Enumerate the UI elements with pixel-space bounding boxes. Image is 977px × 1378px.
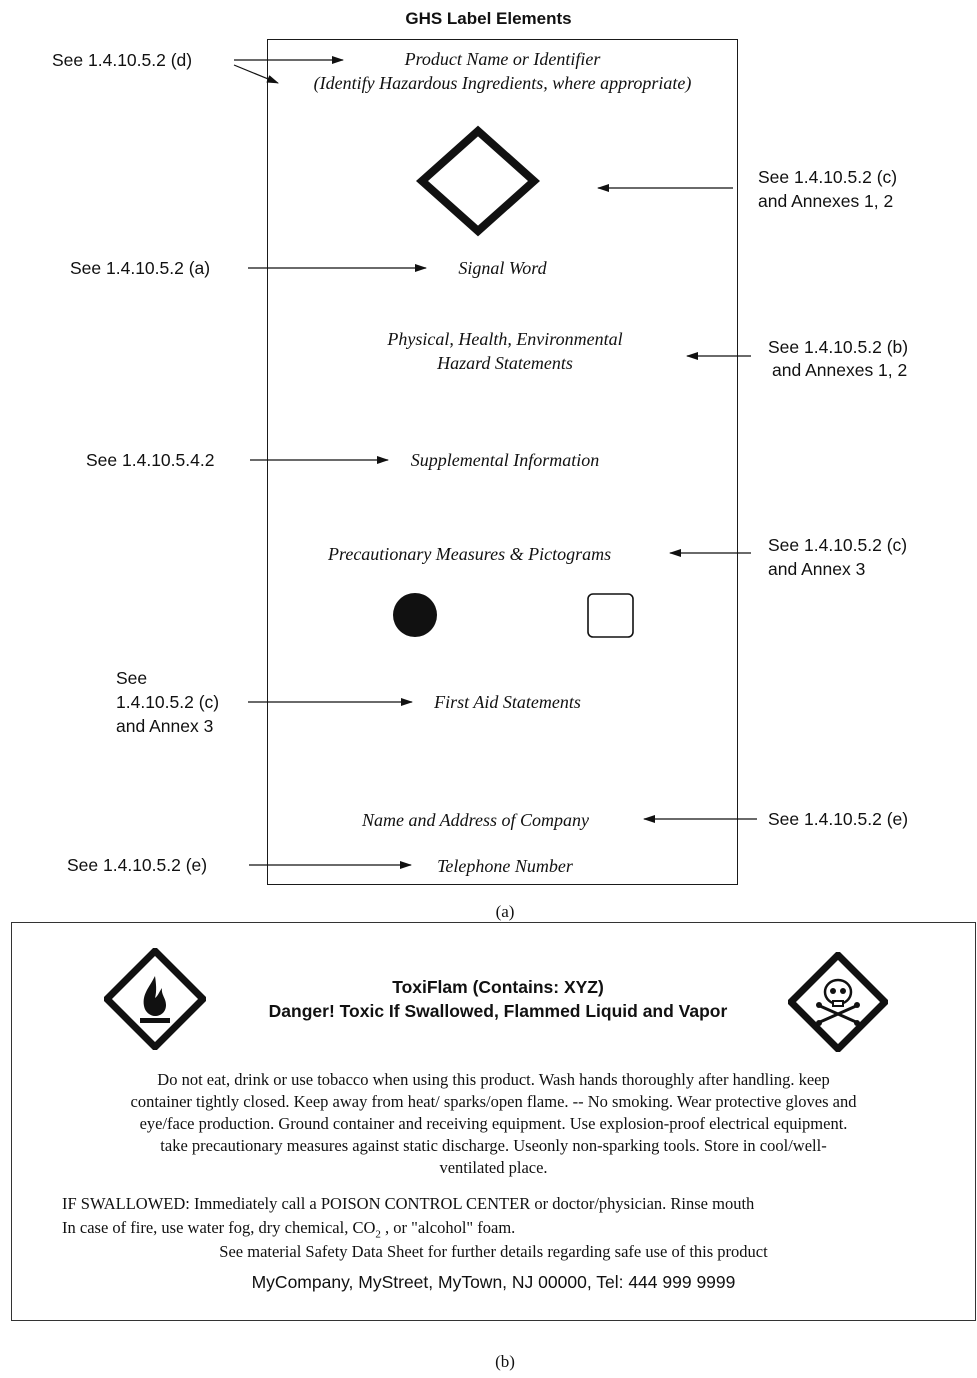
fire-response-subscript: 2: [375, 1228, 381, 1241]
ref-first-aid-line1: See: [116, 668, 148, 688]
example-label-box: [11, 922, 976, 1321]
hazard-statements-line1: Physical, Health, Environmental: [387, 329, 623, 349]
ref-hazard-line2: and Annexes 1, 2: [772, 360, 908, 380]
company-name-address: Name and Address of Company: [362, 810, 589, 830]
flame-icon: [104, 948, 206, 1050]
fire-response: In case of fire, use water fog, dry chem…: [62, 1217, 515, 1245]
ref-precaution-line2: and Annex 3: [768, 559, 866, 579]
filled-circle-placeholder: [393, 593, 437, 637]
telephone-number: Telephone Number: [437, 856, 573, 876]
precaution-line-3: eye/face production. Ground container an…: [139, 1114, 848, 1133]
pictogram-diamond-outline: [415, 125, 541, 237]
ref-pictogram-line1: See 1.4.10.5.2 (c): [758, 167, 898, 187]
ref-pictogram-line2: and Annexes 1, 2: [758, 191, 894, 211]
company-contact: MyCompany, MyStreet, MyTown, NJ 00000, T…: [251, 1272, 736, 1292]
precaution-line-4: take precautionary measures against stat…: [160, 1136, 827, 1155]
product-name: Product Name or Identifier: [404, 49, 601, 69]
precaution-line-2: container tightly closed. Keep away from…: [130, 1092, 857, 1111]
label-outline: [267, 39, 738, 885]
ref-precaution-line1: See 1.4.10.5.2 (c): [768, 535, 908, 555]
ref-first-aid-line3: and Annex 3: [116, 716, 214, 736]
precaution-line-5: ventilated place.: [439, 1158, 548, 1177]
fire-response-prefix: In case of fire, use water fog, dry chem…: [62, 1218, 376, 1237]
signal-word: Signal Word: [458, 258, 547, 278]
ref-telephone: See 1.4.10.5.2 (e): [67, 855, 208, 875]
first-aid-swallowed: IF SWALLOWED: Immediately call a POISON …: [62, 1194, 755, 1213]
ref-product: See 1.4.10.5.2 (d): [52, 50, 193, 70]
first-aid-statements: First Aid Statements: [434, 692, 581, 712]
hazard-statements-line2: Hazard Statements: [437, 353, 573, 373]
figure-title: GHS Label Elements: [405, 9, 572, 28]
ref-first-aid-line2: 1.4.10.5.2 (c): [116, 692, 220, 712]
caption-b: (b): [495, 1352, 515, 1371]
example-product-name: ToxiFlam (Contains: XYZ): [392, 977, 604, 997]
product-note: (Identify Hazardous Ingredients, where a…: [313, 73, 692, 93]
example-danger-statement: Danger! Toxic If Swallowed, Flammed Liqu…: [268, 1001, 728, 1021]
arrow-product-note: [233, 64, 279, 84]
supplemental-information: Supplemental Information: [410, 450, 600, 470]
ref-signal-word: See 1.4.10.5.2 (a): [70, 258, 211, 278]
precaution-line-1: Do not eat, drink or use tobacco when us…: [157, 1070, 830, 1089]
rounded-square-placeholder: [587, 593, 634, 638]
ref-company: See 1.4.10.5.2 (e): [768, 809, 909, 829]
ref-supplemental: See 1.4.10.5.4.2: [86, 450, 215, 470]
skull-crossbones-icon: [788, 952, 888, 1052]
sds-reference: See material Safety Data Sheet for furth…: [219, 1242, 768, 1261]
fire-response-suffix: , or "alcohol" foam.: [380, 1218, 516, 1237]
caption-a: (a): [495, 902, 515, 921]
ref-hazard-line1: See 1.4.10.5.2 (b): [768, 337, 909, 357]
precautionary-measures: Precautionary Measures & Pictograms: [328, 544, 612, 564]
